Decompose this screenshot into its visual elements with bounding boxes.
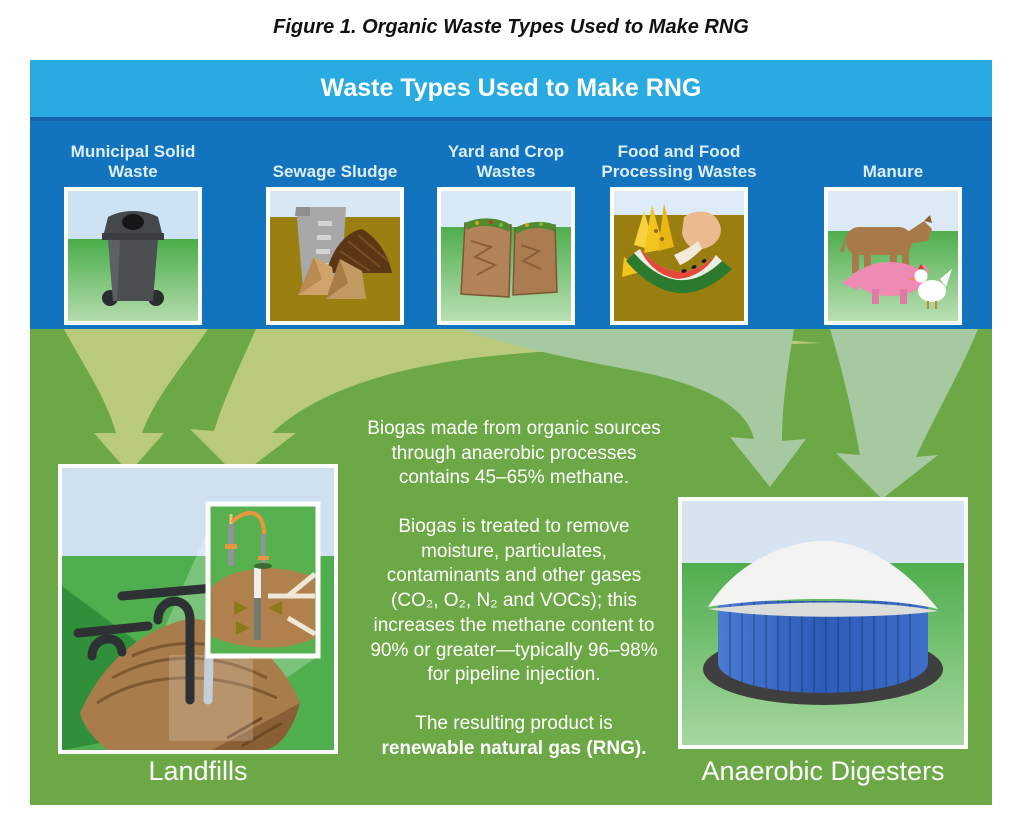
sewage-sludge-icon: [270, 191, 400, 321]
arrow-organics-to-digester: [460, 329, 806, 487]
landfill-panel: [58, 464, 338, 754]
waste-type-label: Yard and Crop Wastes: [447, 141, 565, 182]
arrow-sludge-to-landfill: [190, 329, 822, 477]
arrow-msw-to-landfill: [64, 329, 208, 473]
info-paragraph-3-prefix: The resulting product is: [415, 712, 613, 734]
waste-type-tile: [64, 187, 202, 325]
landfills-label: Landfills: [148, 756, 248, 786]
info-paragraph-3-bold: renewable natural gas (RNG).: [381, 737, 647, 759]
wellhead-inset: [205, 501, 321, 659]
rng-infographic: Waste Types Used to Make RNG Municipal S…: [30, 60, 992, 805]
banner-title: Waste Types Used to Make RNG: [320, 74, 702, 102]
process-section: Biogas made from organic sources through…: [30, 329, 992, 805]
flow-arrows: [64, 329, 978, 499]
info-paragraph-1: Biogas made from organic sources through…: [367, 418, 661, 489]
waste-type-tile: [266, 187, 404, 325]
landfill-illustration-icon: [62, 468, 334, 750]
biogas-info-text: Biogas made from organic sources through…: [348, 417, 680, 785]
waste-type-tile: [610, 187, 748, 325]
farm-animals-icon: [828, 191, 958, 321]
banner: Waste Types Used to Make RNG: [30, 60, 992, 121]
waste-type-label: Municipal Solid Waste: [70, 141, 196, 182]
waste-type-tile: [437, 187, 575, 325]
arrow-manure-to-digester: [830, 329, 978, 499]
yard-waste-bags-icon: [441, 191, 571, 321]
trash-bin-icon: [68, 191, 198, 321]
info-paragraph-2: Biogas is treated to remove moisture, pa…: [370, 516, 658, 686]
figure-caption: Figure 1. Organic Waste Types Used to Ma…: [273, 16, 749, 38]
waste-types-section: Municipal Solid Waste: [30, 121, 992, 329]
waste-type-label: Food and Food Processing Wastes: [601, 141, 757, 182]
waste-type-label: Sewage Sludge: [272, 162, 398, 182]
digester-panel: [678, 497, 968, 749]
waste-type-tile: [824, 187, 962, 325]
waste-type-label: Manure: [862, 162, 924, 182]
gas-collection-pipes: [73, 583, 219, 705]
digesters-label: Anaerobic Digesters: [701, 756, 945, 786]
info-paragraph-3: The resulting product is renewable natura…: [348, 712, 680, 761]
anaerobic-digester-icon: [682, 501, 964, 745]
food-waste-icon: [614, 191, 744, 321]
